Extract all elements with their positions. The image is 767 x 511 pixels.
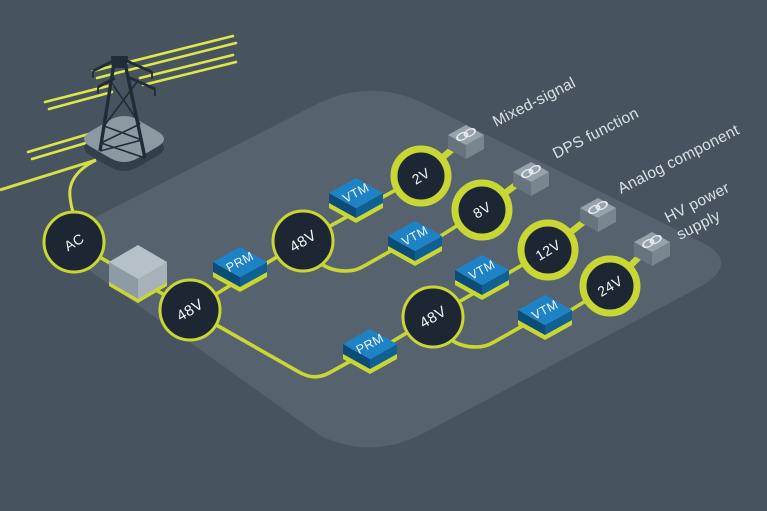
power-line [138,53,235,80]
ac-node: AC [42,210,106,274]
output-24v-node: 24V [579,255,641,317]
output-2v-node: 2V [390,145,452,207]
wire-bus1-to-prm2 [189,308,375,379]
prm-converter-1: PRM [213,247,267,292]
vtm-converter-4: VTM [518,295,572,340]
transmission-tower-icon [92,56,156,159]
bus-48v-node-1: 48V [158,278,222,342]
power-line [43,83,114,104]
vtm-converter-2: VTM [388,221,442,266]
bus-48v-node-2: 48V [271,209,335,273]
output-12v-node: 12V [517,219,579,281]
vtm-converter-3: VTM [455,255,509,300]
converter-cube-icon [109,245,167,303]
output-8v-node: 8V [451,179,513,241]
vtm-converter-1: VTM [329,178,383,223]
feeder-line [0,158,97,192]
power-line [141,60,238,87]
bus-48v-node-3: 48V [401,285,465,349]
power-line [47,90,114,111]
power-line [95,41,238,80]
grid-cable [68,158,97,215]
prm-converter-2: PRM [343,329,397,374]
platform [70,90,722,448]
